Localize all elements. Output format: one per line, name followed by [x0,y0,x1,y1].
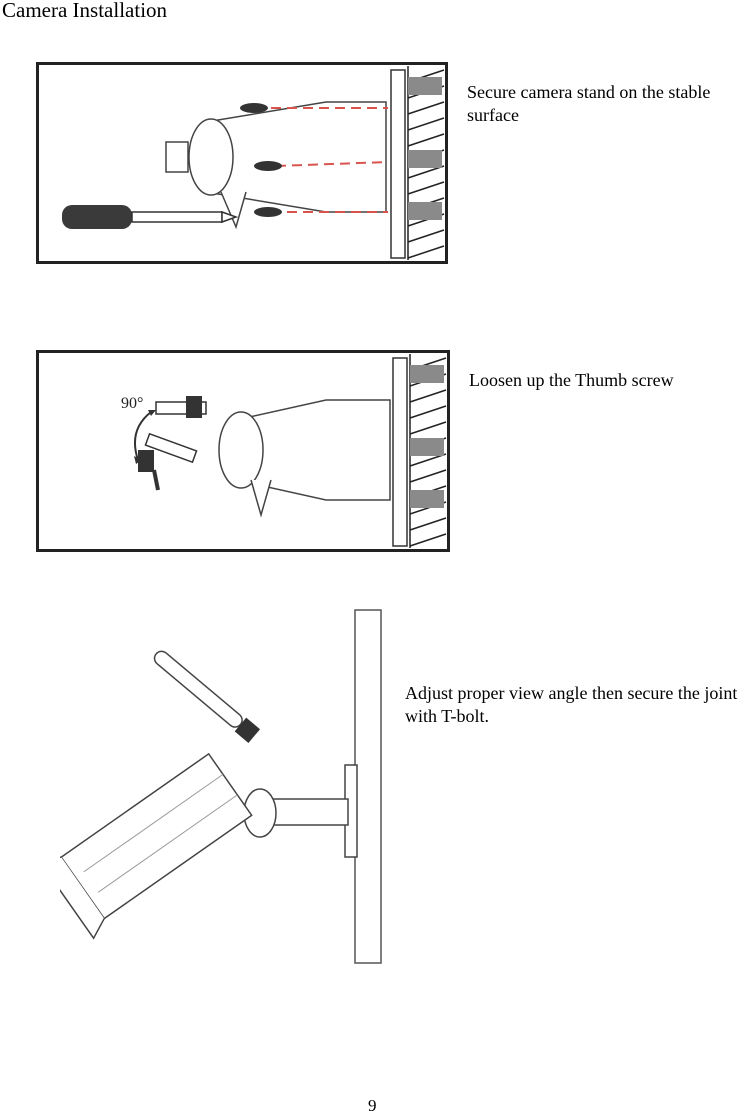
figure-adjust-angle [60,585,390,970]
screwdriver-icon [62,205,239,229]
page-number: 9 [368,1096,377,1115]
camera-icon [60,752,253,940]
rotate-arrow-icon [134,411,152,461]
angle-label: 90° [121,395,143,412]
step-3-caption: Adjust proper view angle then secure the… [405,683,738,726]
figure-thumb-screw: 90° [36,350,450,552]
figure-mount-stand [36,62,448,264]
page-title: Camera Installation [2,0,168,22]
step-1-caption: Secure camera stand on the stable surfac… [467,82,711,125]
step-2-caption: Loosen up the Thumb screw [469,370,674,390]
